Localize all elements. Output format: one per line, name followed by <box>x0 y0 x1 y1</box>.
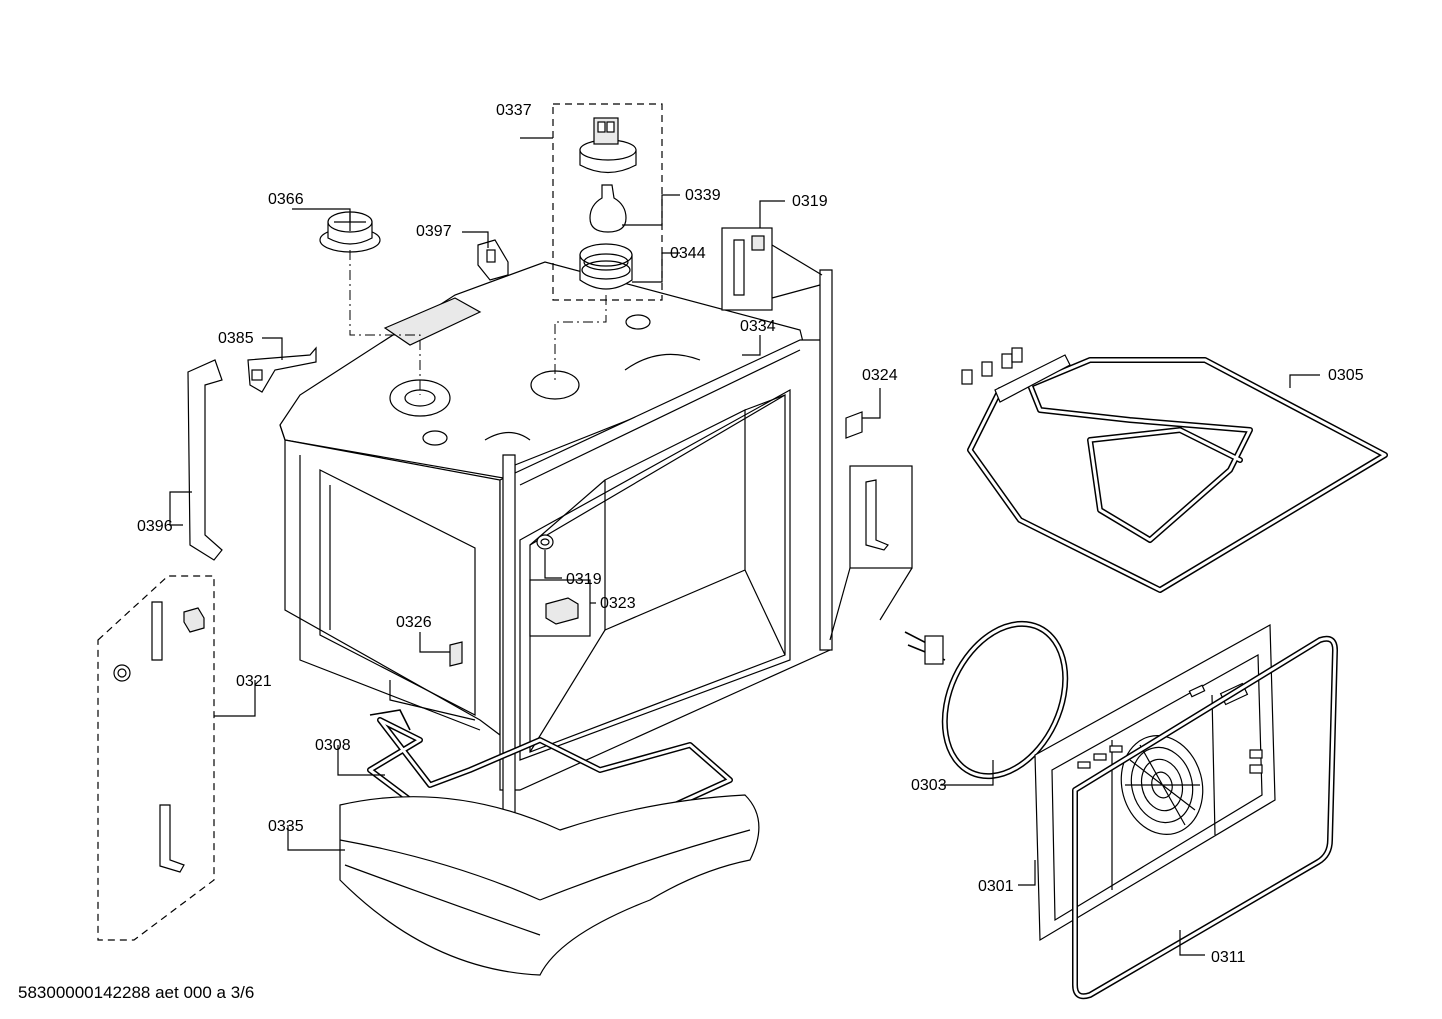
label-0311: 0311 <box>1211 949 1246 966</box>
part-labels: 0337 0339 0344 0366 0397 0319 0334 0385 … <box>137 102 1364 966</box>
label-0385: 0385 <box>218 330 254 347</box>
oven-muffle-0334 <box>279 261 833 836</box>
clip-0323 <box>529 579 591 637</box>
handle-0396 <box>187 359 223 561</box>
grill-heater-0305 <box>961 347 1388 593</box>
label-0396: 0396 <box>137 518 173 535</box>
label-0324: 0324 <box>862 367 898 384</box>
label-0344: 0344 <box>670 245 706 262</box>
side-rail-detail <box>849 465 913 569</box>
label-0321: 0321 <box>236 673 272 690</box>
ring-heater-0303 <box>904 620 1069 780</box>
insulation-0335 <box>339 794 760 976</box>
document-code: 58300000142288 aet 000 a 3/6 <box>18 983 254 1002</box>
fan-guard <box>1120 735 1204 835</box>
label-0337: 0337 <box>496 102 532 119</box>
label-0339: 0339 <box>685 187 721 204</box>
bracket-0397 <box>477 239 509 281</box>
lamp-assembly-group <box>552 103 663 301</box>
label-0305: 0305 <box>1328 367 1364 384</box>
label-0397: 0397 <box>416 223 452 240</box>
pivot-0319-mid <box>536 534 554 550</box>
lamp-cover-0344 <box>579 243 633 290</box>
door-seal-0311 <box>1072 635 1338 1000</box>
label-0301: 0301 <box>978 878 1014 895</box>
hinge-bracket-0319-top <box>721 227 773 311</box>
label-0334: 0334 <box>740 318 776 335</box>
label-0303: 0303 <box>911 777 947 794</box>
bracket-0385 <box>247 346 317 393</box>
label-0335: 0335 <box>268 818 304 835</box>
clip-0326 <box>449 641 463 667</box>
assembly-guide-lines <box>349 250 607 395</box>
label-0319-top: 0319 <box>792 193 828 210</box>
label-0323: 0323 <box>600 595 636 612</box>
label-0319-mid: 0319 <box>566 571 602 588</box>
lamp-bulb-0339 <box>589 184 627 233</box>
label-0308: 0308 <box>315 737 351 754</box>
fan-cover-0366 <box>319 211 381 253</box>
lamp-socket-0337 <box>579 117 637 174</box>
back-panel-0301 <box>1034 623 1276 942</box>
leader-lines <box>169 137 1320 956</box>
lower-heater-0308 <box>367 709 733 873</box>
label-0326: 0326 <box>396 614 432 631</box>
label-0366: 0366 <box>268 191 304 208</box>
clip-0324 <box>845 411 863 439</box>
hinge-kit-0321 <box>97 575 215 941</box>
